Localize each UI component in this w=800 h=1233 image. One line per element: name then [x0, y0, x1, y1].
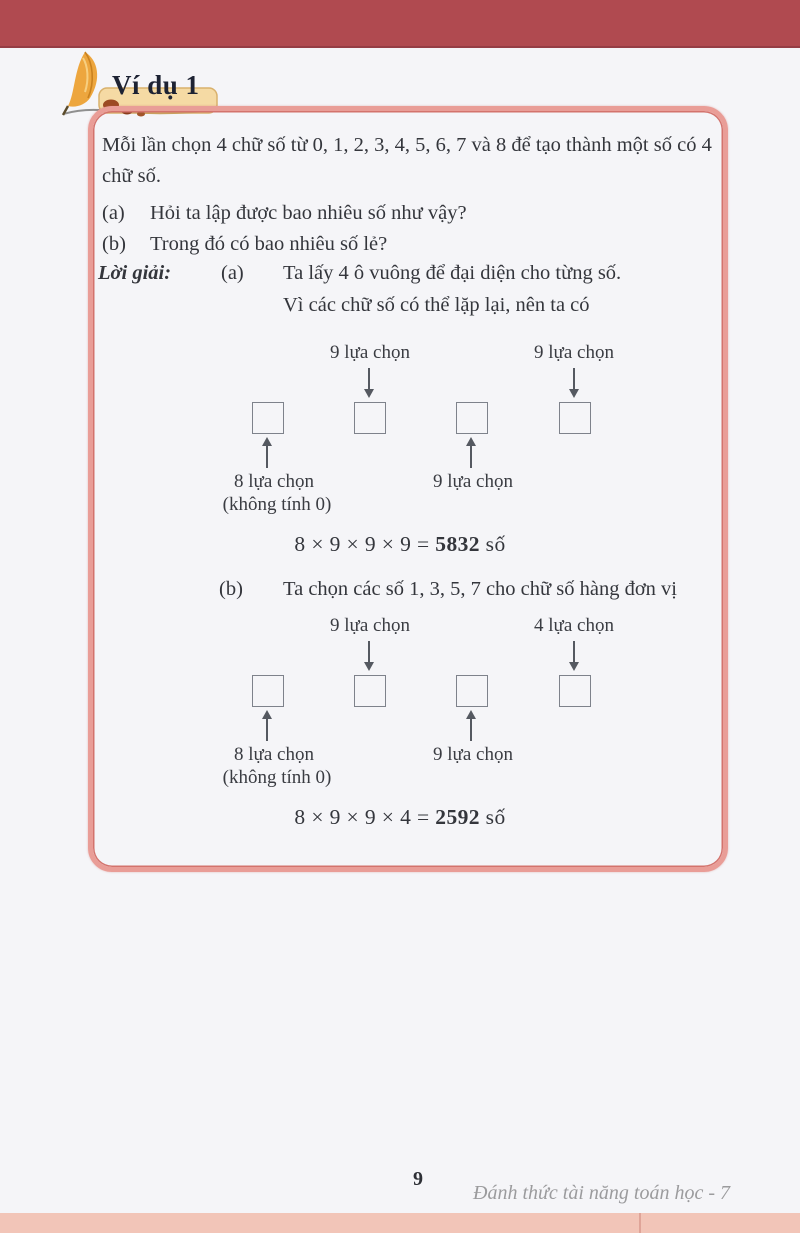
choices-label: 9 lựa chọn — [534, 342, 614, 363]
choices-note: (không tính 0) — [222, 494, 332, 515]
arrow-up-icon — [463, 710, 479, 741]
choices-label: 9 lựa chọn — [330, 342, 410, 363]
equation-part-a: 8 × 9 × 9 × 9 = 5832 số — [100, 532, 700, 557]
content-box-border — [88, 106, 728, 872]
question-a-text: Hỏi ta lập được bao nhiêu số như vậy? — [150, 202, 467, 224]
choices-label: 8 lựa chọn — [234, 744, 314, 765]
digit-slot-box — [559, 675, 591, 707]
equation-result: 5832 — [435, 532, 480, 556]
digit-slot-box — [252, 675, 284, 707]
equation-expression: 8 × 9 × 9 × 9 = — [294, 532, 436, 556]
example-title: Ví dụ 1 — [112, 70, 200, 100]
choices-label: 9 lựa chọn — [433, 744, 513, 765]
problem-statement: Mỗi lần chọn 4 chữ số từ 0, 1, 2, 3, 4, … — [102, 134, 712, 187]
digit-slot-box — [252, 402, 284, 434]
band-divider — [639, 1213, 641, 1233]
digit-slot-box — [456, 675, 488, 707]
diagram-part-a: 9 lựa chọn 9 lựa chọn 8 lựa chọn (không … — [0, 340, 800, 575]
digit-slot-box — [559, 402, 591, 434]
question-b-text: Trong đó có bao nhiêu số lẻ? — [150, 233, 388, 255]
solution-part-b-line: Ta chọn các số 1, 3, 5, 7 cho chữ số hàn… — [283, 578, 677, 600]
solution-part-a-label: (a) — [221, 262, 244, 284]
solution-part-a-line1: Ta lấy 4 ô vuông để đại diện cho từng số… — [283, 262, 622, 284]
question-b-label: (b) — [102, 233, 126, 255]
question-a-label: (a) — [102, 202, 125, 224]
equation-expression: 8 × 9 × 9 × 4 = — [294, 805, 436, 829]
arrow-down-icon — [361, 641, 377, 672]
digit-slot-box — [456, 402, 488, 434]
equation-unit: số — [479, 532, 506, 556]
equation-unit: số — [479, 805, 506, 829]
choices-label: 9 lựa chọn — [433, 471, 513, 492]
digit-slot-box — [354, 402, 386, 434]
choices-label: 4 lựa chọn — [534, 615, 614, 636]
solution-heading: Lời giải: — [98, 262, 172, 284]
equation-part-b: 8 × 9 × 9 × 4 = 2592 số — [100, 805, 700, 830]
choices-label: 8 lựa chọn — [234, 471, 314, 492]
solution-part-b-label: (b) — [219, 578, 243, 600]
arrow-down-icon — [361, 368, 377, 399]
digit-slot-box — [354, 675, 386, 707]
choices-note: (không tính 0) — [222, 767, 332, 788]
arrow-down-icon — [566, 641, 582, 672]
solution-part-a-line2: Vì các chữ số có thể lặp lại, nên ta có — [283, 294, 590, 316]
bottom-banner — [0, 1213, 800, 1233]
arrow-up-icon — [259, 710, 275, 741]
book-title: Đánh thức tài năng toán học - 7 — [473, 1182, 730, 1204]
top-banner — [0, 0, 800, 48]
diagram-part-b: 9 lựa chọn 4 lựa chọn 8 lựa chọn (không … — [0, 613, 800, 848]
arrow-up-icon — [463, 437, 479, 468]
choices-label: 9 lựa chọn — [330, 615, 410, 636]
page-number: 9 — [413, 1168, 423, 1190]
arrow-up-icon — [259, 437, 275, 468]
equation-result: 2592 — [435, 805, 480, 829]
arrow-down-icon — [566, 368, 582, 399]
